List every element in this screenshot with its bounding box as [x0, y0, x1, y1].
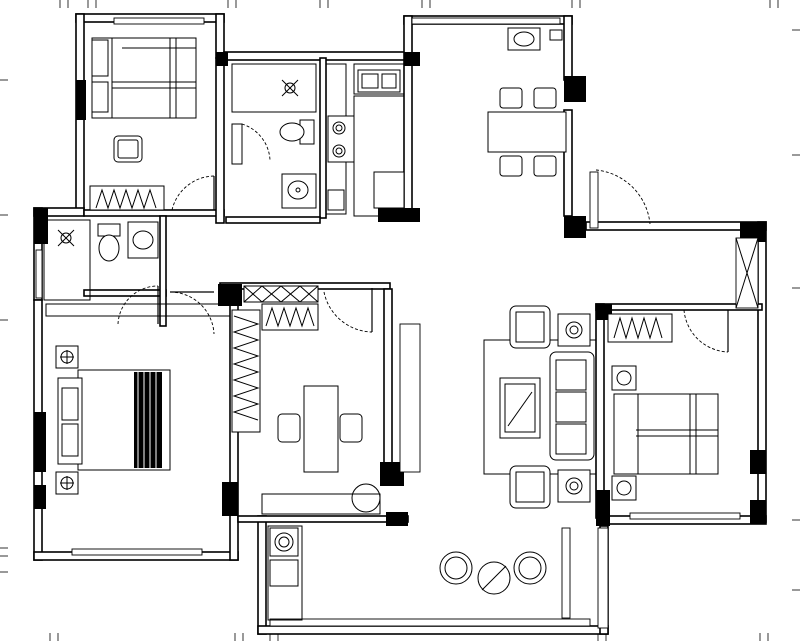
door-swing-icon	[595, 169, 651, 225]
wardrobe-icon	[607, 313, 673, 343]
armchair-icon	[509, 305, 551, 349]
stove-icon	[327, 115, 355, 163]
sink-icon	[281, 173, 317, 209]
door-swing-icon	[683, 309, 729, 353]
master-bedroom	[45, 303, 231, 495]
bathroom-left	[43, 219, 215, 335]
sink-icon	[507, 27, 541, 51]
washing-machine-icon	[269, 527, 299, 557]
round-table-icon	[439, 551, 547, 595]
plant-icon	[351, 483, 381, 513]
study	[231, 285, 381, 515]
nightstand-icon	[55, 345, 79, 369]
armchair-icon	[509, 465, 551, 509]
kitchen	[325, 63, 405, 217]
dining-area	[487, 27, 651, 225]
bed-icon	[57, 369, 171, 471]
desk-chair-icon	[113, 135, 143, 163]
nightstand-icon	[55, 471, 79, 495]
shelf-icon	[243, 285, 319, 303]
door-swing-icon	[117, 285, 159, 325]
bedroom-top-left	[89, 37, 215, 211]
side-table-icon	[557, 469, 591, 503]
door-swing-icon	[169, 291, 215, 335]
sofa-icon	[549, 351, 595, 461]
nightstand-icon	[611, 365, 637, 391]
wardrobe-icon	[261, 303, 319, 331]
sink-icon	[357, 69, 401, 93]
door-swing-icon	[171, 175, 215, 211]
sink-icon	[127, 221, 159, 259]
windows	[35, 17, 759, 629]
balcony	[267, 525, 547, 621]
toilet-icon	[279, 119, 315, 145]
wardrobe-icon	[231, 309, 261, 433]
living-room	[483, 305, 597, 509]
interior-walls	[83, 15, 763, 523]
side-table-icon	[557, 313, 591, 347]
shower-icon	[231, 63, 317, 113]
bed-icon	[91, 37, 197, 119]
desk-icon	[277, 385, 363, 473]
dining-table-icon	[487, 87, 567, 177]
bed-icon	[613, 393, 719, 475]
bathroom-top	[231, 63, 317, 209]
toilet-icon	[97, 223, 121, 262]
wardrobe-icon	[89, 185, 165, 211]
coffee-table-icon	[499, 377, 541, 439]
bedroom-right	[607, 309, 729, 501]
door-swing-icon	[241, 123, 271, 161]
nightstand-icon	[611, 475, 637, 501]
shower-icon	[57, 229, 75, 247]
door-swing-icon	[323, 288, 373, 333]
